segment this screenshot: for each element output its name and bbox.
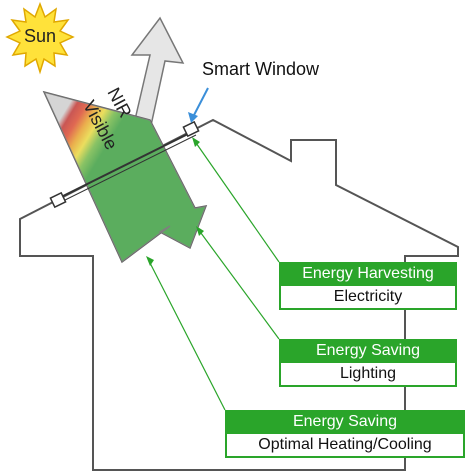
- smart-window-pointer-head: [188, 112, 198, 123]
- callout-lines: [147, 139, 280, 411]
- incident-beam: [42, 90, 208, 264]
- reflected-nir-arrow: [130, 16, 185, 132]
- sun-icon: [5, 1, 75, 75]
- smart-window: [49, 120, 200, 209]
- callout-arrowheads: [146, 137, 204, 266]
- callout-detail: Optimal Heating/Cooling: [225, 434, 465, 458]
- smart-window-label: Smart Window: [202, 59, 320, 79]
- smart-window-pointer: [192, 87, 209, 118]
- callout-heading: Energy Saving: [279, 339, 457, 363]
- energy-harvesting-callout: Energy Harvesting Electricity: [279, 262, 457, 310]
- callout-detail: Lighting: [279, 363, 457, 387]
- callout-heading: Energy Saving: [225, 410, 465, 434]
- callout-heading: Energy Harvesting: [279, 262, 457, 286]
- energy-saving-lighting-callout: Energy Saving Lighting: [279, 339, 457, 387]
- window-clip-right: [182, 120, 200, 138]
- energy-saving-heating-callout: Energy Saving Optimal Heating/Cooling: [225, 410, 465, 458]
- callout-detail: Electricity: [279, 286, 457, 310]
- window-clip-left: [49, 191, 67, 209]
- sun-label: Sun: [23, 26, 57, 46]
